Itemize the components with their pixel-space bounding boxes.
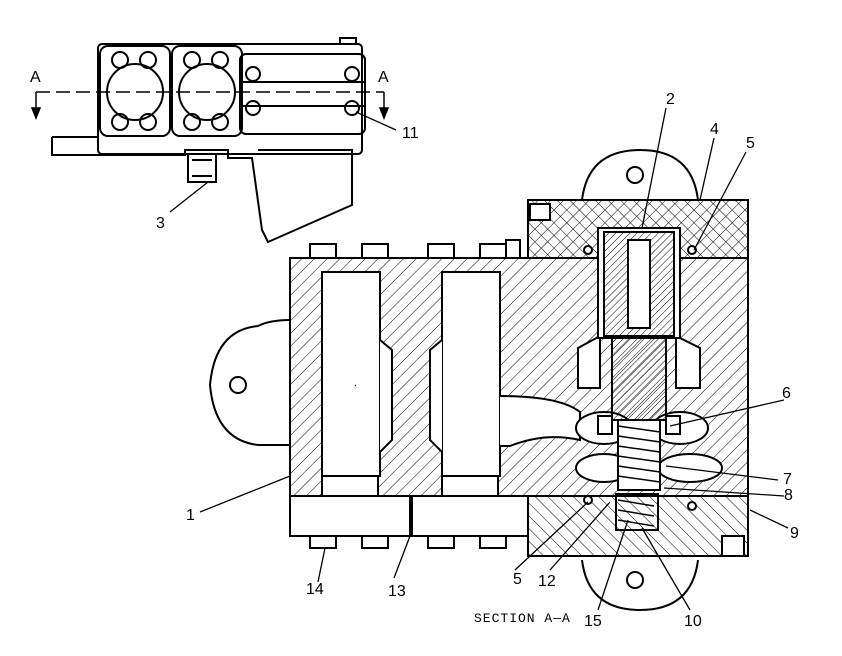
callout-5-lower: 5 <box>513 571 522 588</box>
callout-13: 13 <box>388 583 406 600</box>
section-marker-right: A <box>378 69 389 86</box>
callout-15: 15 <box>584 613 602 630</box>
callout-7: 7 <box>783 471 792 488</box>
section-line-a-a <box>30 91 390 121</box>
callout-11: 11 <box>402 125 419 142</box>
callout-4: 4 <box>710 121 719 138</box>
callout-14: 14 <box>306 581 324 598</box>
top-view <box>51 37 366 244</box>
callout-5-upper: 5 <box>746 135 755 152</box>
section-view <box>208 148 749 612</box>
callout-2: 2 <box>666 91 675 108</box>
callout-1: 1 <box>186 507 195 524</box>
callout-6: 6 <box>782 385 791 402</box>
callout-9: 9 <box>790 525 799 542</box>
callout-3: 3 <box>156 215 165 232</box>
callout-12: 12 <box>538 573 556 590</box>
callout-10: 10 <box>684 613 702 630</box>
section-marker-left: A <box>30 69 41 86</box>
leader-lines <box>169 107 789 611</box>
section-caption: SECTION A—A <box>474 611 571 626</box>
callout-8: 8 <box>784 487 793 504</box>
